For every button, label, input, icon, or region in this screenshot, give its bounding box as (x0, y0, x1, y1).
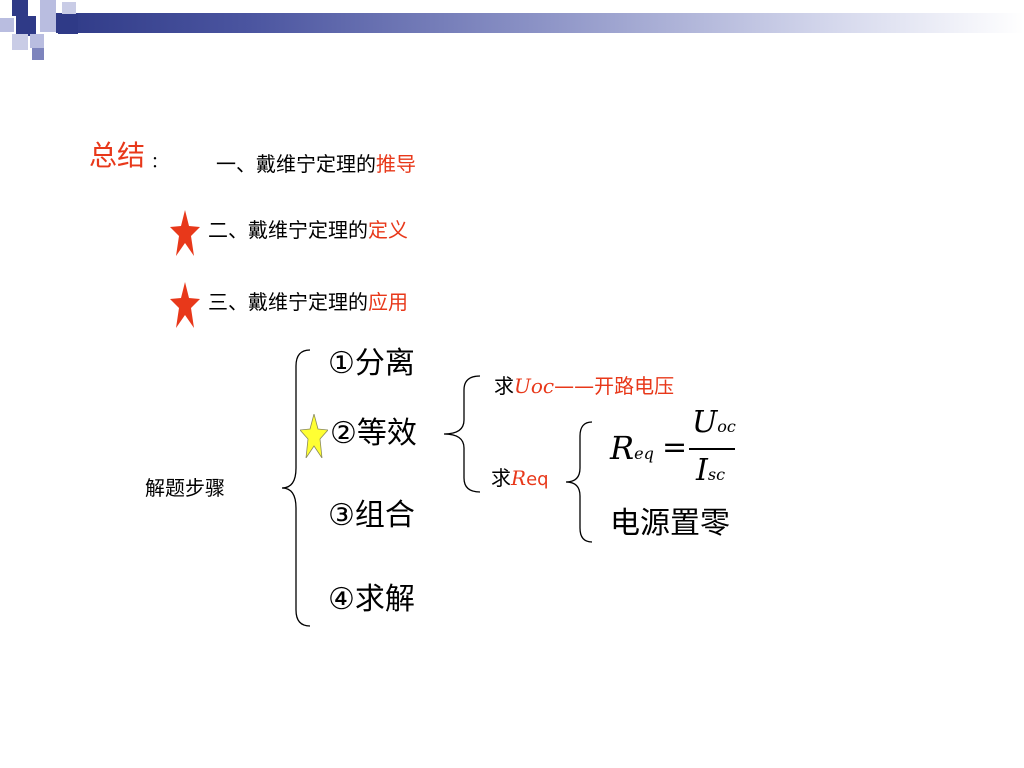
item-text: 一、戴维宁定理的 (216, 152, 376, 176)
step-solve: ④求解 (328, 582, 415, 617)
formula-denominator: Isc (696, 454, 725, 492)
star-icon (170, 210, 200, 256)
formula-equals: = (662, 430, 688, 465)
formula-num-sub: oc (717, 417, 736, 436)
formula-numerator: Uoc (692, 406, 736, 444)
req-symbol-main: R (511, 466, 527, 490)
uoc-symbol: Uoc (514, 374, 555, 398)
formula-num-main: U (692, 405, 718, 440)
formula-lhs: Req (610, 430, 654, 472)
top-banner (56, 13, 1024, 33)
item-text: 二、戴维宁定理的 (208, 218, 368, 242)
formula-lhs-sub: eq (634, 444, 654, 463)
star-icon (170, 282, 200, 328)
step-separate: ①分离 (328, 346, 415, 381)
solution-label: 解题步骤 (145, 476, 225, 500)
uoc-prefix: 求 (494, 374, 514, 398)
item-text: 三、戴维宁定理的 (208, 290, 368, 314)
summary-title: 总结 (89, 139, 146, 172)
left-brace-equivalent (443, 375, 481, 493)
req-symbol-sub: eq (526, 469, 549, 490)
req-label: 求Req (491, 464, 549, 494)
formula-den-main: I (696, 453, 708, 488)
req-prefix: 求 (491, 466, 511, 490)
left-brace-req (565, 421, 593, 543)
left-brace-steps (281, 349, 311, 627)
star-icon (300, 414, 328, 458)
formula-den-sub: sc (707, 465, 726, 484)
item-highlight: 应用 (368, 290, 408, 314)
zero-source-text: 电源置零 (610, 506, 730, 541)
uoc-dash: —— (554, 374, 595, 398)
step-combine: ③组合 (328, 498, 415, 533)
step-equivalent: ②等效 (330, 416, 417, 451)
item-highlight: 推导 (376, 152, 416, 176)
item-definition: 二、戴维宁定理的定义 (208, 216, 408, 244)
corner-squares-decoration (0, 0, 80, 64)
formula-lhs-main: R (610, 429, 635, 467)
uoc-desc: 开路电压 (594, 374, 675, 398)
item-application: 三、戴维宁定理的应用 (208, 288, 408, 316)
fraction-bar (689, 448, 735, 450)
item-derivation: 一、戴维宁定理的推导 (216, 150, 416, 178)
summary-colon: ： (151, 152, 168, 171)
uoc-label: 求Uoc——开路电压 (494, 372, 674, 400)
item-highlight: 定义 (368, 218, 408, 242)
